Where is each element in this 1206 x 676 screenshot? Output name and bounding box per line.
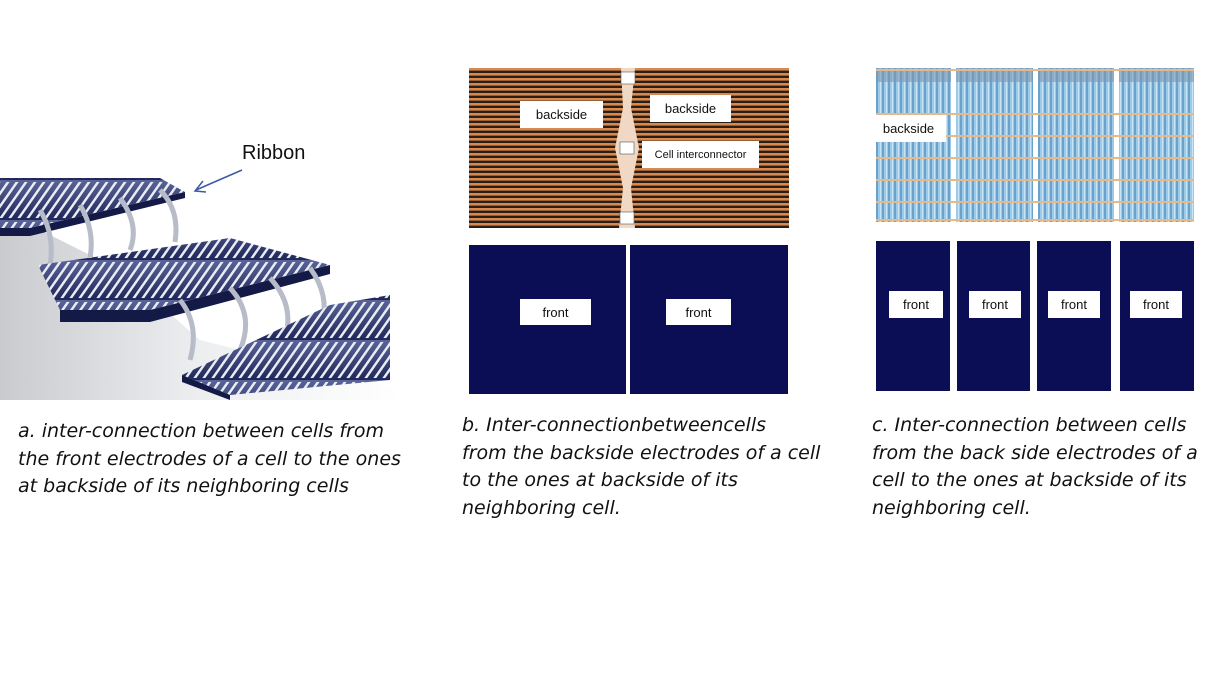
ribbons-1 — [37, 188, 179, 266]
ribbon-label: Ribbon — [242, 142, 306, 164]
label-front-right: front — [666, 299, 731, 325]
label-c-front-2: front — [969, 291, 1021, 318]
panel-a-cell-illustration — [0, 169, 400, 400]
label-c-front-1: front — [889, 291, 943, 318]
label-backside-left: backside — [520, 101, 603, 128]
solar-cell-3 — [182, 295, 390, 400]
solar-cell-1 — [0, 178, 185, 236]
panel-c-backside-image — [876, 68, 1194, 222]
label-c-front-3: front — [1048, 291, 1100, 318]
caption-a: a. inter-connection between cells from t… — [18, 420, 401, 497]
interconnector-contacts — [619, 71, 636, 225]
label-front-left: front — [520, 299, 591, 325]
panel-a — [0, 60, 400, 400]
cell-gaps — [951, 68, 1119, 222]
label-cell-interconnector: Cell interconnector — [642, 141, 759, 168]
label-backside-right: backside — [650, 95, 731, 122]
ribbon-arrow — [193, 169, 243, 193]
caption-c: c. Inter-connection between cells from t… — [872, 414, 1198, 519]
solar-cell-2 — [38, 238, 330, 322]
label-c-front-4: front — [1130, 291, 1182, 318]
caption-b: b. Inter-connectionbetweencells from the… — [462, 414, 821, 519]
floor-shadow — [0, 210, 400, 400]
label-c-backside: backside — [871, 115, 946, 142]
panel-b-backside-image — [469, 68, 789, 228]
